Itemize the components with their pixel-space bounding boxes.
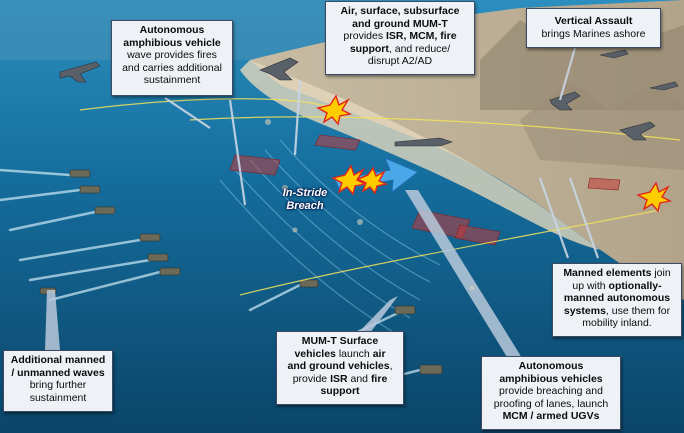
callout-line: Vertical Assault (554, 15, 633, 27)
callout-mumt-surface: MUM-T Surface vehicles launch air and gr… (276, 331, 404, 405)
callout-text: and (347, 372, 371, 385)
callout-mumt-air-surface: Air, surface, subsurface and ground MUM-… (325, 1, 475, 75)
callout-line: bring further (29, 379, 87, 391)
callout-text: ISR, MCM, fire (386, 30, 457, 42)
callout-line: Air, surface, subsurface (340, 5, 460, 17)
callout-line: MUM-T Surface (301, 335, 379, 347)
in-stride-breach-label: In-Stride Breach (270, 187, 340, 213)
callout-line: mobility inland. (582, 317, 652, 329)
callout-line: / unmanned waves (11, 366, 105, 379)
callout-manned-elements: Manned elements join up with optionally-… (552, 263, 682, 337)
callout-text: air (372, 347, 386, 360)
callout-line: proofing of lanes, launch (493, 397, 609, 410)
callout-line: disrupt A2/AD (367, 55, 433, 67)
callout-additional-waves: Additional manned / unmanned waves bring… (3, 350, 113, 412)
callout-text: and ground vehicles (287, 360, 390, 372)
callout-line: support (320, 385, 360, 397)
callout-line: amphibious vehicles (499, 372, 603, 385)
callout-vertical-assault: Vertical Assault brings Marines ashore (526, 8, 661, 48)
callout-text: launch (335, 347, 373, 360)
callout-line: wave provides fires (127, 49, 217, 61)
callout-text: up with (572, 279, 609, 292)
callout-line: and carries additional (122, 61, 222, 74)
callout-text: fire (370, 372, 388, 385)
callout-text: join (651, 267, 671, 279)
callout-autonomous-vehicle-wave: Autonomous amphibious vehicle wave provi… (111, 20, 233, 96)
callout-text: Manned elements (563, 267, 652, 279)
callout-text: vehicles (294, 347, 336, 360)
callout-text: support (349, 42, 389, 55)
callout-text: provide (292, 372, 331, 385)
callout-autonomous-breaching: Autonomous amphibious vehicles provide b… (481, 356, 621, 430)
label-line: Breach (286, 200, 324, 212)
callout-line: Autonomous (139, 24, 205, 36)
callout-text: ISR (330, 372, 348, 385)
callout-line: sustainment (143, 74, 201, 86)
callout-line: Autonomous (518, 360, 584, 372)
callout-text: , use them for (605, 304, 671, 317)
callout-line: MCM / armed UGVs (502, 410, 600, 422)
callout-line: brings Marines ashore (541, 27, 646, 40)
callout-text: optionally- (608, 279, 662, 292)
callout-text: systems (563, 304, 606, 317)
callout-line: manned autonomous (563, 292, 671, 304)
callout-line: and ground MUM-T (352, 17, 448, 30)
callout-text: provides (343, 30, 386, 42)
label-line: In-Stride (282, 187, 328, 199)
callout-line: provide breaching and (499, 385, 603, 397)
callout-line: sustainment (29, 391, 87, 404)
callout-text: , and reduce/ (388, 42, 451, 55)
callout-line: Additional manned (10, 354, 106, 366)
callout-line: amphibious vehicle (123, 36, 221, 49)
callout-text: , (389, 360, 393, 372)
